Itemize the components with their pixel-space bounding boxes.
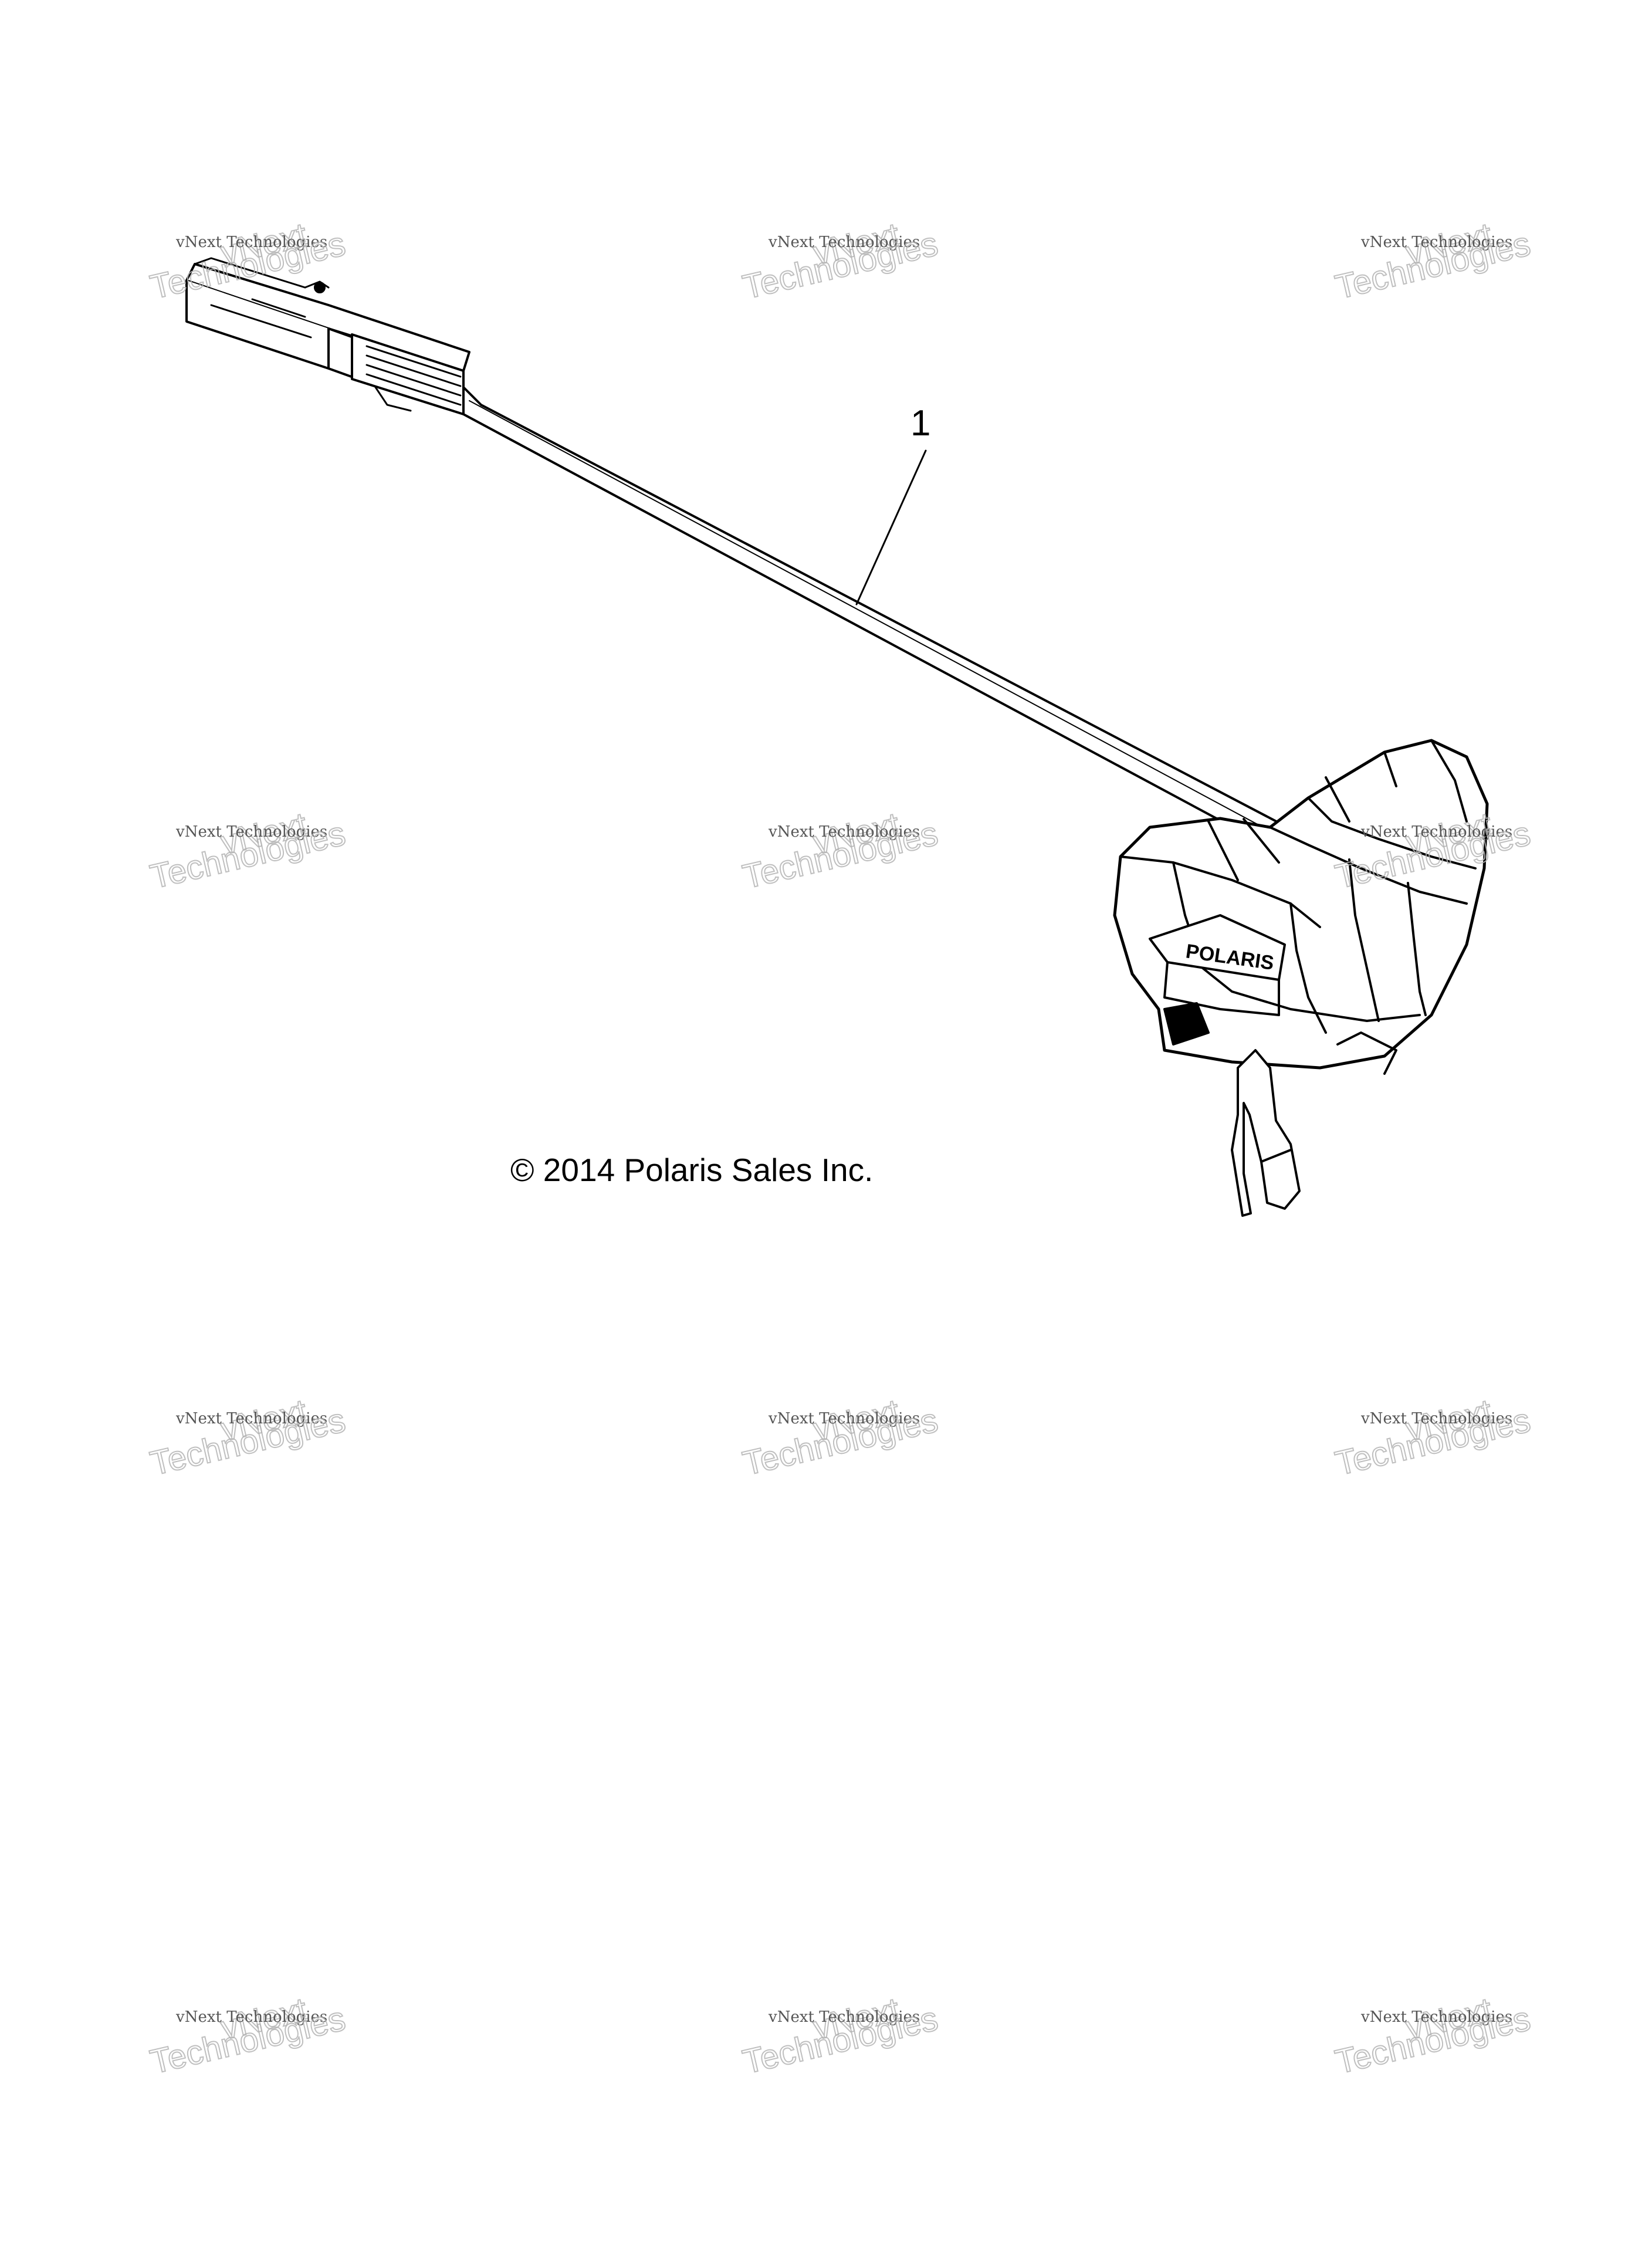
- throttle-housing: [1113, 739, 1489, 1217]
- thumb-lever: [1231, 1049, 1301, 1217]
- callout-number-1: 1: [910, 403, 931, 444]
- callout-leader-line: [855, 449, 927, 605]
- copyright-notice: © 2014 Polaris Sales Inc.: [510, 1152, 874, 1188]
- cable: [462, 386, 1298, 848]
- connector-plug: [185, 257, 470, 415]
